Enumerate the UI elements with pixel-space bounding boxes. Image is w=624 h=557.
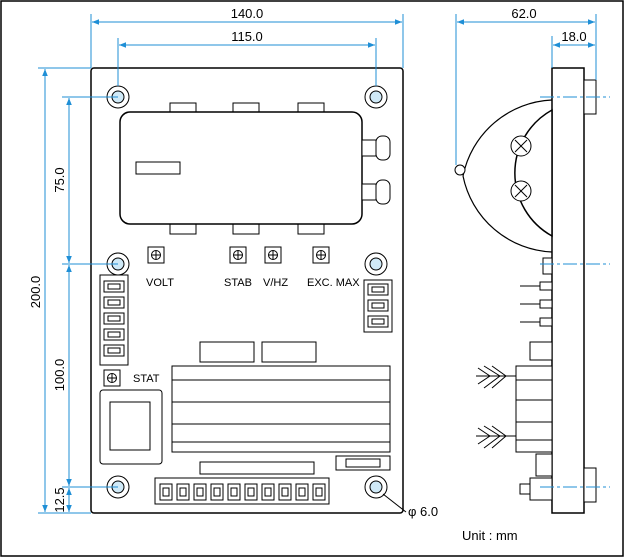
mounting-hole-mr <box>364 252 388 276</box>
pot-vhz <box>264 246 282 264</box>
dim-75: 75.0 <box>52 167 67 192</box>
component-b <box>261 341 317 363</box>
side-heatsink <box>476 365 553 501</box>
bottom-terminal-strip <box>154 477 330 505</box>
heatsink-block <box>171 365 391 453</box>
dim-140: 140.0 <box>231 6 264 21</box>
side-centerlines <box>540 96 610 488</box>
front-view: VOLT STAB V/HZ EXC. MAX STAT <box>90 67 404 514</box>
dim-62: 62.0 <box>511 6 536 21</box>
dim-12-5: 12.5 <box>52 487 67 512</box>
fuse <box>335 455 391 471</box>
pot-exc-max <box>312 246 330 264</box>
unit-label: Unit : mm <box>462 528 518 543</box>
label-exc-max: EXC. MAX <box>307 277 360 289</box>
right-terminal-block <box>363 279 393 333</box>
dim-18: 18.0 <box>561 29 586 44</box>
dimension-lines <box>38 14 407 514</box>
label-volt: VOLT <box>146 277 174 289</box>
mounting-hole-tr <box>364 85 388 109</box>
transformer-terminals <box>361 135 391 205</box>
stat-switch-box <box>99 389 163 465</box>
label-vhz: V/HZ <box>263 277 288 289</box>
bottom-bar <box>199 461 315 475</box>
dim-115: 115.0 <box>231 29 263 44</box>
transformer-body <box>119 111 363 225</box>
dim-100: 100.0 <box>52 359 67 392</box>
mounting-hole-br <box>364 475 388 499</box>
pot-volt <box>147 246 165 264</box>
side-pins <box>520 257 553 361</box>
dim-200: 200.0 <box>28 276 43 309</box>
left-terminal-block <box>99 274 129 366</box>
side-capacitor <box>454 99 553 253</box>
hole-leader <box>382 493 407 513</box>
pot-stab <box>229 246 247 264</box>
label-stab: STAB <box>224 277 252 289</box>
side-plate <box>551 67 585 514</box>
component-a <box>199 341 255 363</box>
side-view <box>454 14 610 514</box>
label-stat: STAT <box>133 373 160 385</box>
transformer-slot <box>135 161 181 175</box>
dim-hole-diameter: φ 6.0 <box>408 504 438 519</box>
pot-stat <box>103 369 121 387</box>
